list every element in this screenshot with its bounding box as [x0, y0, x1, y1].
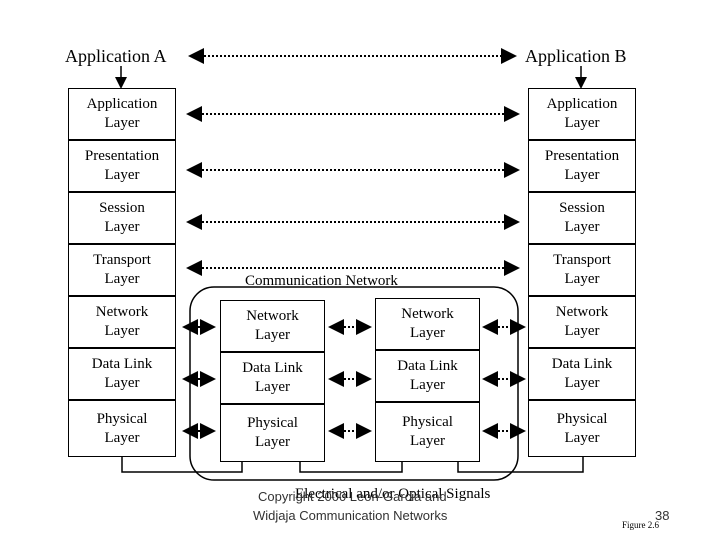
application-a-label: Application A: [65, 46, 167, 66]
signals-label: Electrical and/or Optical Signals: [295, 486, 491, 502]
physical-medium-line: [121, 457, 243, 473]
copyright-line-1: Copyright 2000 Leon-Garcia and: [258, 489, 447, 504]
copyright-line-2: Widjaja Communication Networks: [253, 508, 448, 523]
application-b-label: Application B: [525, 46, 627, 66]
physical-medium-line: [457, 457, 584, 473]
figure-label: Figure 2.6: [622, 520, 659, 530]
network-label: Communication Network: [245, 273, 398, 289]
page-number: 38: [655, 508, 670, 523]
physical-medium-line: [299, 462, 403, 473]
